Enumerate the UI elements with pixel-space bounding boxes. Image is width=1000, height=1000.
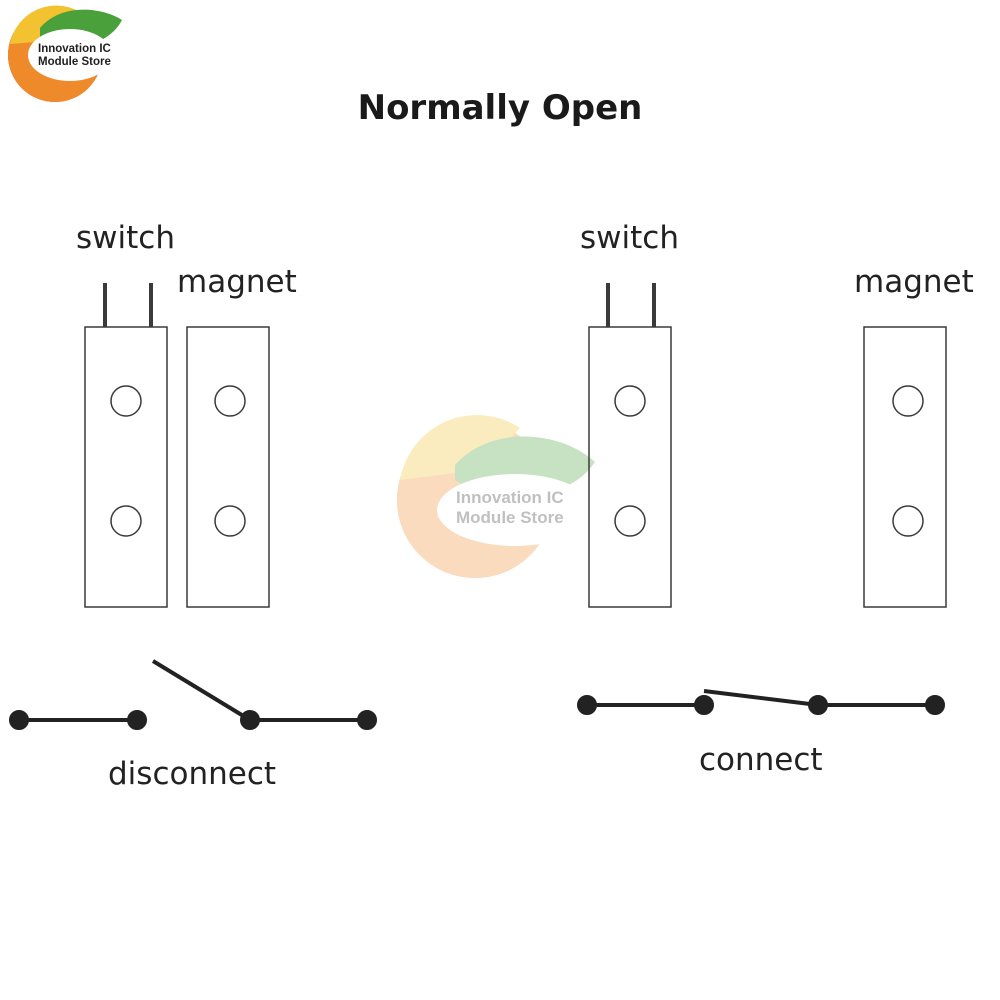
logo-text-panel <box>28 29 112 81</box>
left-switch-hole-bottom <box>110 505 142 537</box>
open-circuit-node-3 <box>240 710 260 730</box>
right-magnet-body <box>863 326 947 608</box>
open-circuit-blade <box>151 659 252 722</box>
watermark-line-2: Module Store <box>456 508 564 527</box>
open-circuit-node-4 <box>357 710 377 730</box>
closed-circuit-node-1 <box>577 695 597 715</box>
left-switch-hole-top <box>110 385 142 417</box>
left-switch-label: switch <box>76 220 175 256</box>
watermark-yellow-arc <box>400 415 520 480</box>
left-magnet-body <box>186 326 270 608</box>
closed-circuit-node-2 <box>694 695 714 715</box>
open-circuit-symbol <box>9 659 377 730</box>
watermark-green-leaf <box>455 436 595 498</box>
watermark-line-1: Innovation IC <box>456 488 564 507</box>
brand-logo-text: Innovation IC Module Store <box>38 43 111 69</box>
right-switch-rect <box>588 326 672 608</box>
watermark-logo <box>397 415 595 578</box>
right-state-label: connect <box>699 742 823 778</box>
watermark-orange-half <box>397 422 553 578</box>
right-switch-label: switch <box>580 220 679 256</box>
left-switch-rect <box>84 326 168 608</box>
left-magnet-hole-bottom <box>214 505 246 537</box>
closed-circuit-blade <box>703 689 819 707</box>
watermark-text: Innovation IC Module Store <box>456 488 564 528</box>
closed-circuit-node-4 <box>925 695 945 715</box>
right-switch-hole-bottom <box>614 505 646 537</box>
open-circuit-node-2 <box>127 710 147 730</box>
watermark-text-panel <box>437 474 593 546</box>
right-magnet-label: magnet <box>854 264 974 300</box>
closed-circuit-node-3 <box>808 695 828 715</box>
right-magnet-rect <box>863 326 947 608</box>
closed-circuit-symbol <box>577 689 945 715</box>
left-magnet-label: magnet <box>177 264 297 300</box>
right-magnet-hole-top <box>892 385 924 417</box>
left-magnet-hole-top <box>214 385 246 417</box>
right-switch-body <box>588 283 672 608</box>
left-magnet-rect <box>186 326 270 608</box>
right-switch-hole-top <box>614 385 646 417</box>
brand-line-1: Innovation IC <box>38 43 111 55</box>
right-magnet-hole-bottom <box>892 505 924 537</box>
brand-logo <box>8 5 122 102</box>
open-circuit-node-1 <box>9 710 29 730</box>
watermark-red-circle <box>397 422 553 578</box>
left-state-label: disconnect <box>108 756 277 792</box>
left-switch-body <box>84 283 168 608</box>
brand-line-2: Module Store <box>38 56 111 68</box>
page-title: Normally Open <box>357 88 643 128</box>
